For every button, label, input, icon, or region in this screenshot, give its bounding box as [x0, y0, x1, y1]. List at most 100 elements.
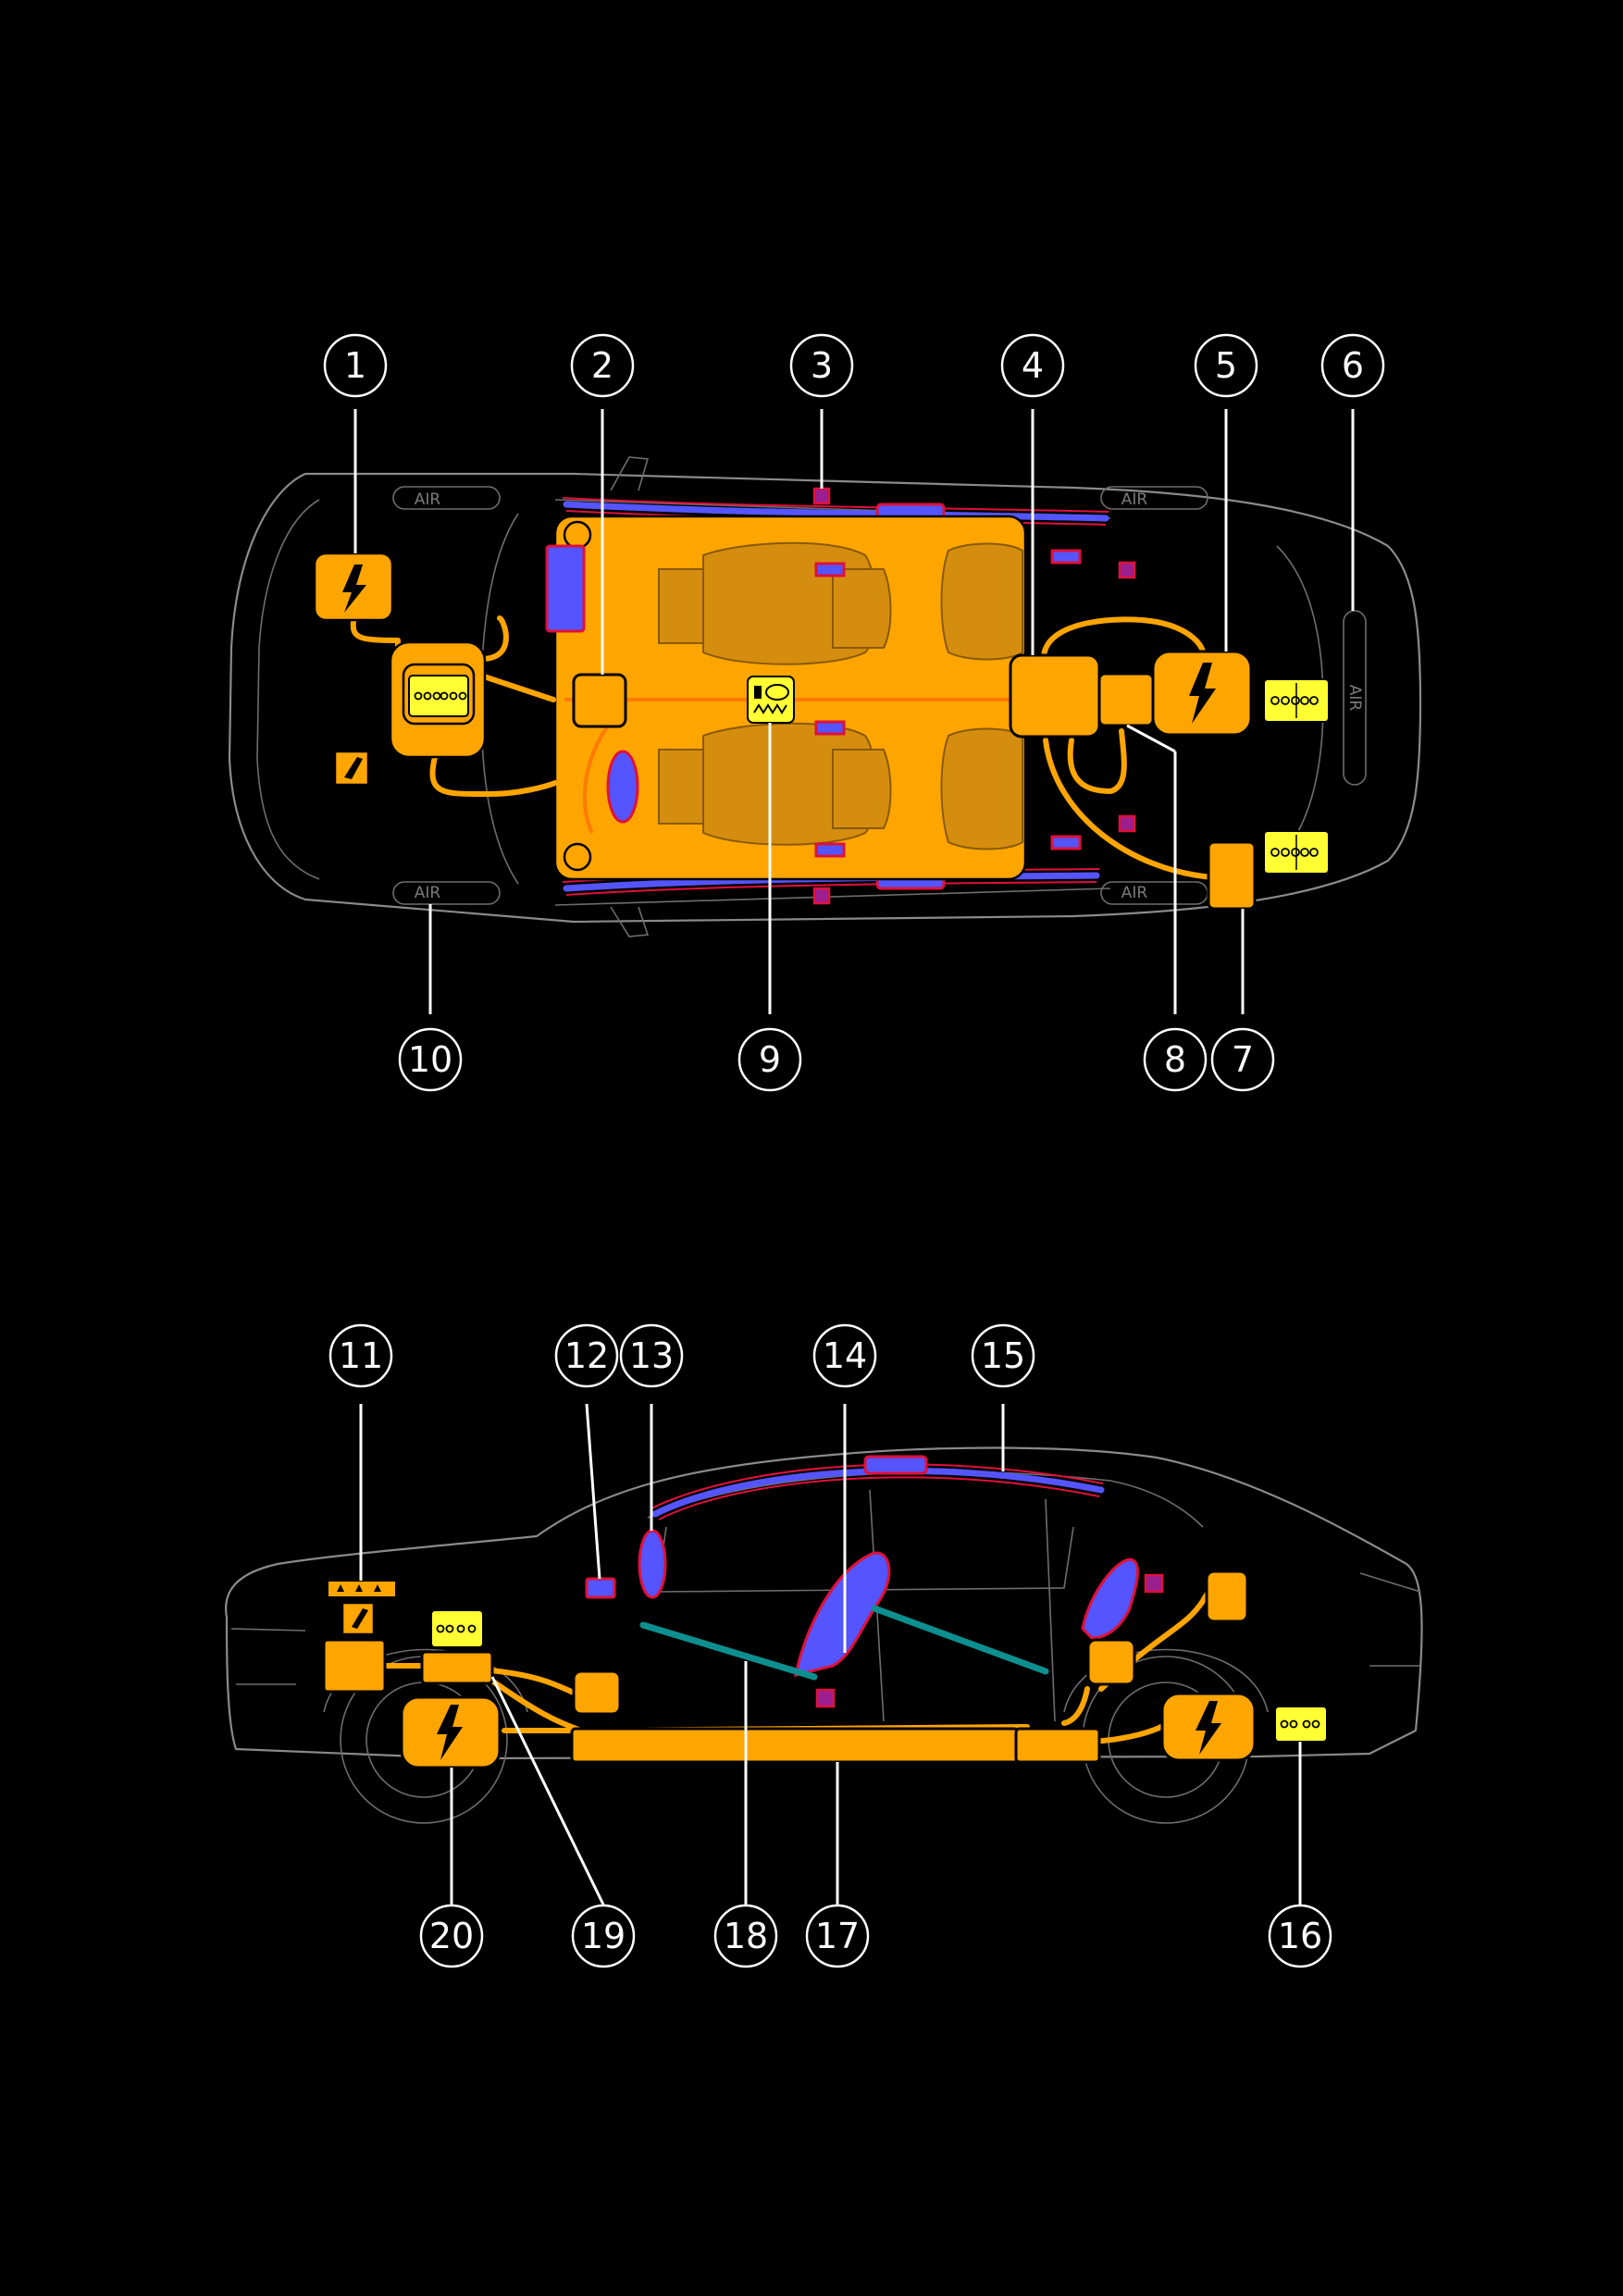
callout-7: 7	[1210, 1027, 1275, 1092]
front-junction-inner	[402, 663, 476, 726]
leader-lines	[353, 409, 1355, 1905]
top-body-inner	[256, 499, 320, 880]
seat-airbag-rl	[814, 842, 846, 858]
callout-18: 18	[713, 1904, 778, 1968]
side-12v-battery-rear	[1274, 1706, 1328, 1743]
side-front-charger	[420, 1650, 494, 1685]
side-reinforcement-rear	[871, 1605, 1049, 1675]
svg-text:9: 9	[759, 1039, 781, 1080]
svg-text:18: 18	[724, 1916, 768, 1956]
sensor-side-rear	[1144, 1573, 1164, 1594]
warning-label-icon	[337, 1584, 381, 1592]
battery-icon	[408, 675, 469, 717]
heater-icon	[753, 703, 787, 714]
svg-text:11: 11	[339, 1335, 383, 1376]
side-curtain-inflator	[863, 1455, 928, 1475]
air-label-rear-right: AIR	[1121, 884, 1148, 902]
high-voltage-bolt-icon-side-front	[437, 1705, 463, 1760]
svg-text:20: 20	[429, 1916, 474, 1956]
callout-13: 13	[619, 1323, 684, 1388]
seatbelt-icon-side	[352, 1608, 368, 1629]
seat-rear-right	[940, 727, 1023, 850]
ptc-heater	[747, 676, 795, 724]
top-mirror-right	[610, 906, 650, 937]
svg-text:4: 4	[1022, 345, 1044, 386]
callout-15: 15	[971, 1323, 1035, 1388]
side-reinforcement-front	[639, 1621, 818, 1681]
rear-airbag-right	[1050, 835, 1082, 850]
side-rear-module	[1086, 1638, 1136, 1686]
svg-text:6: 6	[1342, 345, 1364, 386]
side-battery-rear-section	[1014, 1727, 1101, 1764]
side-warning-label	[327, 1580, 397, 1598]
svg-text:7: 7	[1232, 1039, 1254, 1080]
svg-text:15: 15	[981, 1335, 1025, 1376]
side-rear-bumper	[1359, 1572, 1421, 1667]
callout-1: 1	[323, 333, 388, 398]
air-label-rear-left: AIR	[1121, 490, 1148, 509]
svg-text:1: 1	[344, 345, 366, 386]
wheel-rear-left	[1100, 486, 1208, 510]
callout-5: 5	[1194, 333, 1258, 398]
svg-text:12: 12	[564, 1335, 609, 1376]
side-seat-rear	[1081, 1558, 1139, 1640]
callout-6: 6	[1320, 333, 1385, 398]
callout-12: 12	[554, 1323, 619, 1388]
side-dash-module	[572, 1669, 622, 1716]
side-body-outline	[225, 1446, 1423, 1760]
airbag-driver-steering	[606, 750, 639, 824]
side-rear-charge-port	[1205, 1570, 1249, 1623]
svg-text:8: 8	[1164, 1039, 1186, 1080]
centre-junction-box	[572, 673, 627, 728]
rear-charge-port	[1207, 840, 1257, 911]
svg-text:10: 10	[408, 1039, 452, 1080]
callout-9: 9	[737, 1027, 802, 1092]
side-hv-battery-pack	[570, 1727, 1020, 1764]
high-voltage-bolt-icon-side-rear	[1196, 1701, 1221, 1755]
air-label-rear: AIR	[1345, 685, 1364, 712]
side-front-module	[322, 1638, 387, 1694]
svg-text:16: 16	[1278, 1916, 1322, 1956]
air-label-front-left: AIR	[415, 490, 441, 509]
svg-text:17: 17	[815, 1916, 860, 1956]
seat-airbag-fl	[814, 562, 846, 577]
callout-11: 11	[328, 1323, 393, 1388]
side-front-bumper	[230, 1628, 306, 1685]
sensor-top-rear-right	[1118, 814, 1136, 833]
rear-small-module	[1097, 672, 1155, 727]
rear-12v-battery-lower	[1263, 830, 1330, 875]
air-label-front-right: AIR	[415, 884, 441, 902]
curtain-airbag-left	[563, 501, 1109, 522]
high-voltage-bolt-icon	[342, 565, 366, 613]
side-knee-airbag	[585, 1577, 616, 1599]
top-mirror-left	[610, 456, 650, 491]
svg-text:3: 3	[811, 345, 833, 386]
callouts: 1 2 3 4 5 6 7 8 9 10 11 12 13 14 15 16 1…	[323, 333, 1385, 1968]
callout-17: 17	[805, 1904, 870, 1968]
top-body-outline	[228, 472, 1422, 924]
seat-front-right	[658, 722, 892, 846]
svg-text:19: 19	[581, 1916, 626, 1956]
top-view: AIR AIR AIR AIR AIR	[228, 456, 1422, 937]
seat-airbag-fr	[814, 720, 846, 736]
svg-text:2: 2	[591, 345, 613, 386]
callout-14: 14	[812, 1323, 877, 1388]
sensor-top-b-pillar-left	[812, 487, 831, 505]
svg-text:14: 14	[823, 1335, 867, 1376]
callout-2: 2	[570, 333, 635, 398]
callout-16: 16	[1268, 1904, 1332, 1968]
rear-airbag-left	[1050, 549, 1082, 565]
battery-mount-front-right	[563, 842, 592, 872]
callout-10: 10	[398, 1027, 463, 1092]
side-hv-cables	[378, 1584, 1224, 1744]
side-seat-front	[794, 1551, 891, 1678]
side-steering-airbag	[638, 1529, 667, 1599]
svg-text:13: 13	[629, 1335, 674, 1376]
wheel-front-left	[392, 486, 501, 510]
sensor-top-b-pillar-right	[812, 887, 831, 905]
rear-12v-battery-upper	[1263, 678, 1330, 723]
svg-text:5: 5	[1215, 345, 1237, 386]
rear-hv-cables	[1041, 616, 1215, 880]
callout-8: 8	[1143, 1027, 1208, 1092]
